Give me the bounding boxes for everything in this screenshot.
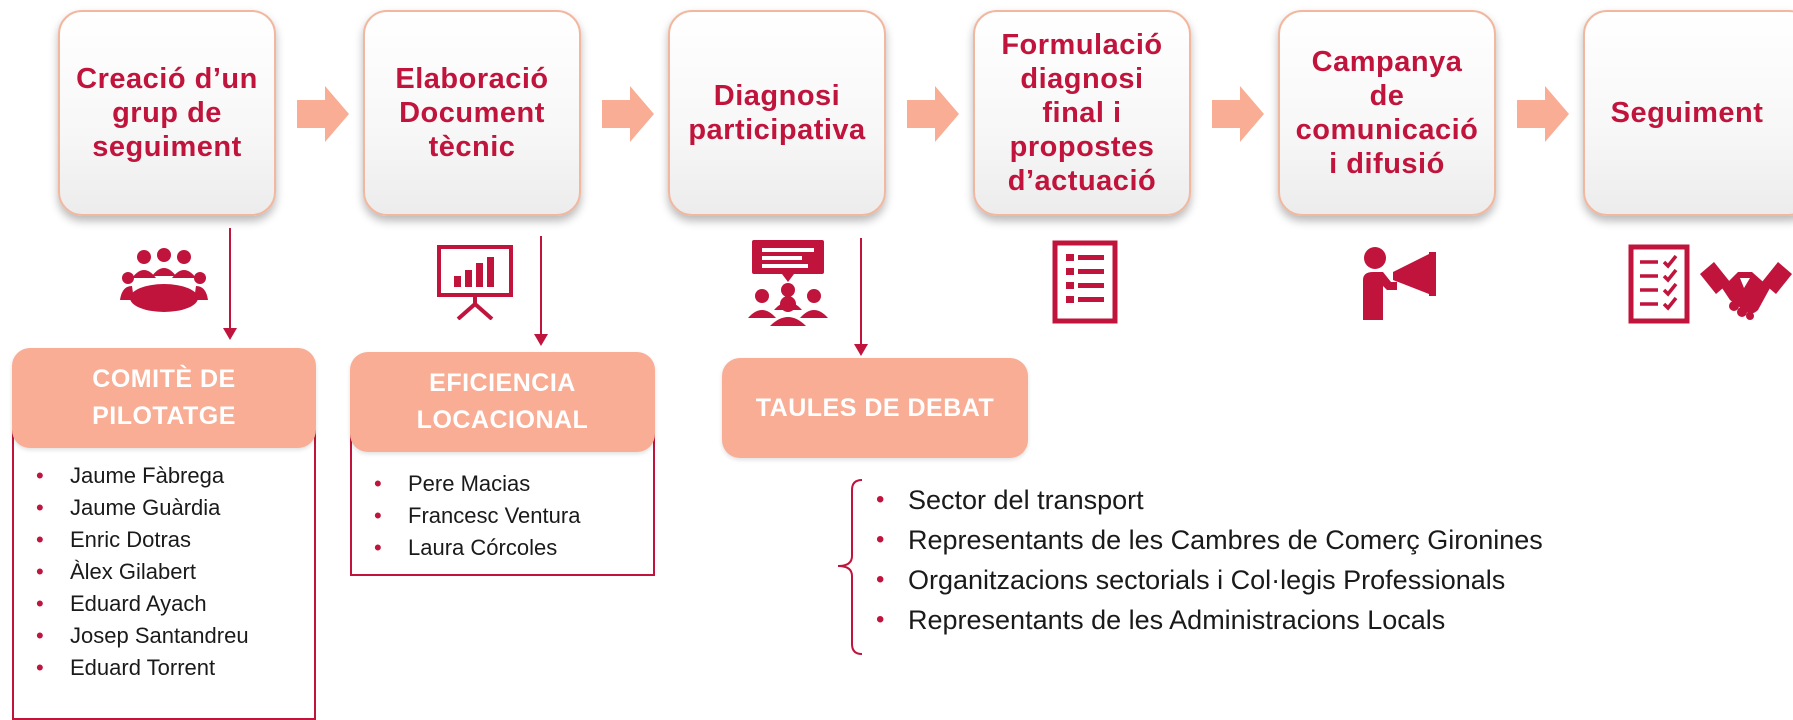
step-box-4: Formulació diagnosi final i propostes d’…: [973, 10, 1191, 216]
list-item: Jaume Fàbrega: [24, 460, 249, 492]
list-item: Enric Dotras: [24, 524, 249, 556]
step-box-3: Diagnosi participativa: [668, 10, 886, 216]
list-item: Pere Macias: [362, 468, 580, 500]
list-item: Jaume Guàrdia: [24, 492, 249, 524]
step-box-5: Campanya de comunicació i difusió: [1278, 10, 1496, 216]
connector-line-2: [534, 236, 548, 346]
connector-line-3: [854, 238, 868, 356]
arrow-right-icon: [1517, 86, 1569, 142]
list-item: Francesc Ventura: [362, 500, 580, 532]
list-item: Àlex Gilabert: [24, 556, 249, 588]
speech-audience-icon: [748, 240, 828, 326]
checklist-icon: [1628, 244, 1690, 324]
step-box-2: Elaboració Document tècnic: [363, 10, 581, 216]
step-label-4: Formulació diagnosi final i propostes d’…: [1001, 29, 1163, 197]
step-label-5: Campanya de comunicació i difusió: [1295, 46, 1479, 180]
presentation-chart-icon: [437, 245, 513, 320]
member-list-3: Sector del transport Representants de le…: [854, 480, 1543, 640]
list-item: Organitzacions sectorials i Col·legis Pr…: [854, 560, 1543, 600]
step-box-1: Creació d’un grup de seguiment: [58, 10, 276, 216]
arrow-right-icon: [907, 86, 959, 142]
brace-bracket: [837, 479, 863, 655]
step-label-2: Elaboració Document tècnic: [395, 63, 549, 163]
arrow-right-icon: [1212, 86, 1264, 142]
checklist-document-icon: [1052, 240, 1118, 324]
list-item: Eduard Ayach: [24, 588, 249, 620]
list-item: Representants de les Administracions Loc…: [854, 600, 1543, 640]
step-box-6: Seguiment: [1583, 10, 1793, 216]
step-label-3: Diagnosi participativa: [688, 80, 866, 146]
arrow-right-icon: [602, 86, 654, 142]
member-list-1: Jaume Fàbrega Jaume Guàrdia Enric Dotras…: [24, 460, 249, 684]
list-item: Josep Santandreu: [24, 620, 249, 652]
step-label-1: Creació d’un grup de seguiment: [76, 63, 258, 163]
list-item: Laura Córcoles: [362, 532, 580, 564]
connector-line-1: [223, 228, 237, 340]
list-item: Sector del transport: [854, 480, 1543, 520]
megaphone-person-icon: [1363, 247, 1436, 320]
member-list-2: Pere Macias Francesc Ventura Laura Córco…: [362, 468, 580, 564]
meeting-group-icon: [120, 248, 208, 312]
list-item: Representants de les Cambres de Comerç G…: [854, 520, 1543, 560]
group-title-1: COMITÈ DE PILOTATGE: [12, 348, 316, 448]
handshake-icon: [1700, 262, 1792, 320]
group-title-3: TAULES DE DEBAT: [722, 358, 1028, 458]
list-item: Eduard Torrent: [24, 652, 249, 684]
step-label-6: Seguiment: [1610, 97, 1764, 129]
group-title-2: EFICIENCIA LOCACIONAL: [350, 352, 655, 452]
arrow-right-icon: [297, 86, 349, 142]
